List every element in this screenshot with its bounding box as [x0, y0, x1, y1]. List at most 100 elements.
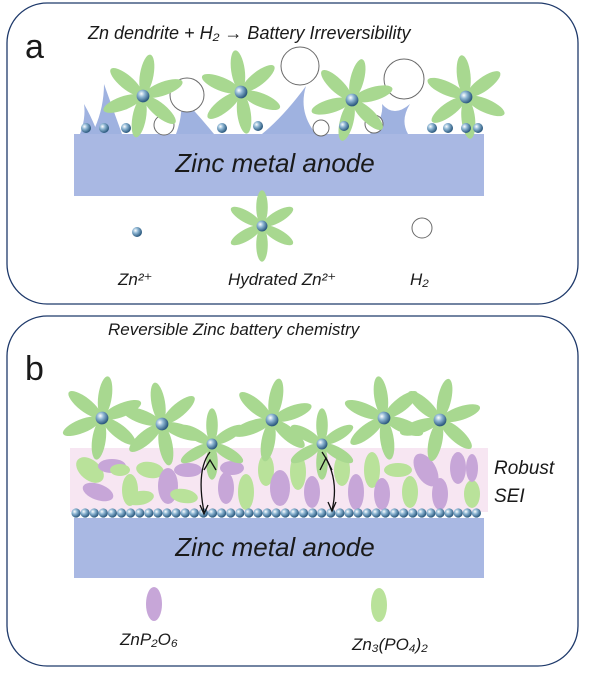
hydrated-zn-ion — [290, 408, 354, 480]
zn-ion — [189, 508, 199, 518]
water-petal — [427, 421, 444, 462]
zn-ion — [171, 508, 181, 518]
zn-ion — [335, 508, 345, 518]
zn-ion-core — [316, 438, 328, 450]
zn-ion — [180, 508, 190, 518]
water-petal — [144, 79, 183, 98]
zn-deposit-layer — [71, 508, 481, 518]
water-petal — [316, 408, 328, 443]
water-petal — [427, 77, 465, 99]
water-petal — [158, 425, 174, 466]
zn-ion — [81, 123, 91, 133]
zinc-anode-a — [74, 134, 484, 196]
ion-transport-arrows — [199, 451, 337, 516]
water-petal — [436, 378, 453, 419]
green-grain — [384, 463, 412, 477]
zn-ion-core — [206, 438, 218, 450]
green-grain — [402, 476, 418, 508]
panel-b-letter: b — [25, 350, 44, 388]
zn-ion — [107, 508, 117, 518]
zn-ion — [153, 508, 163, 518]
water-petal — [323, 443, 354, 464]
zn-ion — [473, 123, 483, 133]
water-petal — [91, 419, 107, 460]
zn-ion — [389, 508, 400, 518]
zn-ion — [427, 123, 437, 133]
zn-ion — [217, 508, 227, 518]
zn-ion — [408, 508, 418, 518]
zn-ion-core — [155, 417, 169, 431]
water-petal — [122, 407, 161, 426]
zn-ion — [435, 508, 445, 518]
zn-ion — [98, 508, 108, 518]
purple-grain — [82, 482, 114, 502]
zn-ion — [235, 508, 245, 518]
sei-label-robust: Robust — [494, 458, 555, 479]
hydrated-zn-ion — [427, 55, 505, 139]
water-petal — [441, 404, 481, 423]
legend-hydrated-icon — [230, 190, 294, 262]
water-petal — [242, 90, 281, 111]
arrow-head — [199, 504, 209, 516]
water-petal — [180, 424, 211, 445]
arrow-head — [327, 501, 337, 513]
zn-ion — [253, 121, 263, 131]
water-petal — [290, 443, 321, 464]
legend-zn-ion-label: Zn²⁺ — [117, 270, 152, 289]
water-petal — [440, 420, 472, 450]
purple-grain — [220, 461, 244, 475]
water-petal — [230, 225, 261, 246]
water-petal — [456, 55, 471, 96]
purple-grain — [450, 452, 466, 484]
green-grain — [110, 464, 130, 476]
legend-green-label: Zn₃(PO₄)₂ — [351, 635, 428, 654]
zn-ion — [226, 508, 236, 518]
dendrite — [262, 86, 316, 134]
zn-ion — [426, 508, 436, 518]
water-petal — [129, 424, 162, 453]
purple-grain — [348, 474, 364, 510]
panel-a-title: Zn dendrite + H₂ → Battery Irreversibili… — [87, 23, 411, 43]
h2-bubble — [312, 119, 330, 137]
water-petal — [207, 92, 240, 119]
zn-ion — [308, 508, 318, 518]
zn-ion — [99, 123, 109, 133]
legend-h2-icon — [411, 217, 433, 239]
zn-ions-a — [81, 121, 483, 133]
zn-ion — [289, 508, 299, 518]
zn-ion-core — [136, 89, 150, 103]
purple-grain — [270, 470, 290, 506]
anode-label-b: Zinc metal anode — [174, 532, 374, 562]
zn-ion — [253, 508, 263, 518]
sei-label-sei: SEI — [494, 486, 525, 507]
water-petal — [256, 227, 268, 262]
zn-ion-core — [265, 413, 279, 427]
water-petal — [431, 96, 465, 123]
zn-ion — [362, 508, 372, 518]
water-petal — [349, 59, 366, 99]
water-petal — [103, 94, 142, 113]
zn-ion — [126, 508, 136, 518]
zn-ion — [317, 508, 327, 518]
zn-ion — [462, 508, 472, 518]
panel-b: Reversible Zinc battery chemistry b Robu… — [6, 315, 579, 667]
zn-ion — [217, 123, 227, 133]
zn-ion — [71, 508, 81, 518]
green-grain — [258, 454, 274, 486]
hydrated-ions-a — [103, 50, 505, 141]
water-petal — [263, 225, 294, 246]
water-petal — [467, 71, 501, 98]
water-petal — [162, 395, 195, 424]
zn-ion — [207, 508, 218, 518]
water-petal — [311, 97, 351, 115]
legend-purple-label: ZnP₂O₆ — [119, 630, 178, 649]
water-petal — [139, 54, 155, 95]
water-petal — [379, 419, 395, 460]
zn-ion — [271, 508, 281, 518]
anode-label-a: Zinc metal anode — [174, 148, 374, 178]
zn-ion-core — [433, 413, 447, 427]
zn-ion-core — [95, 411, 109, 425]
legend-b: ZnP₂O₆ Zn₃(PO₄)₂ — [119, 587, 428, 654]
water-petal — [232, 418, 271, 437]
